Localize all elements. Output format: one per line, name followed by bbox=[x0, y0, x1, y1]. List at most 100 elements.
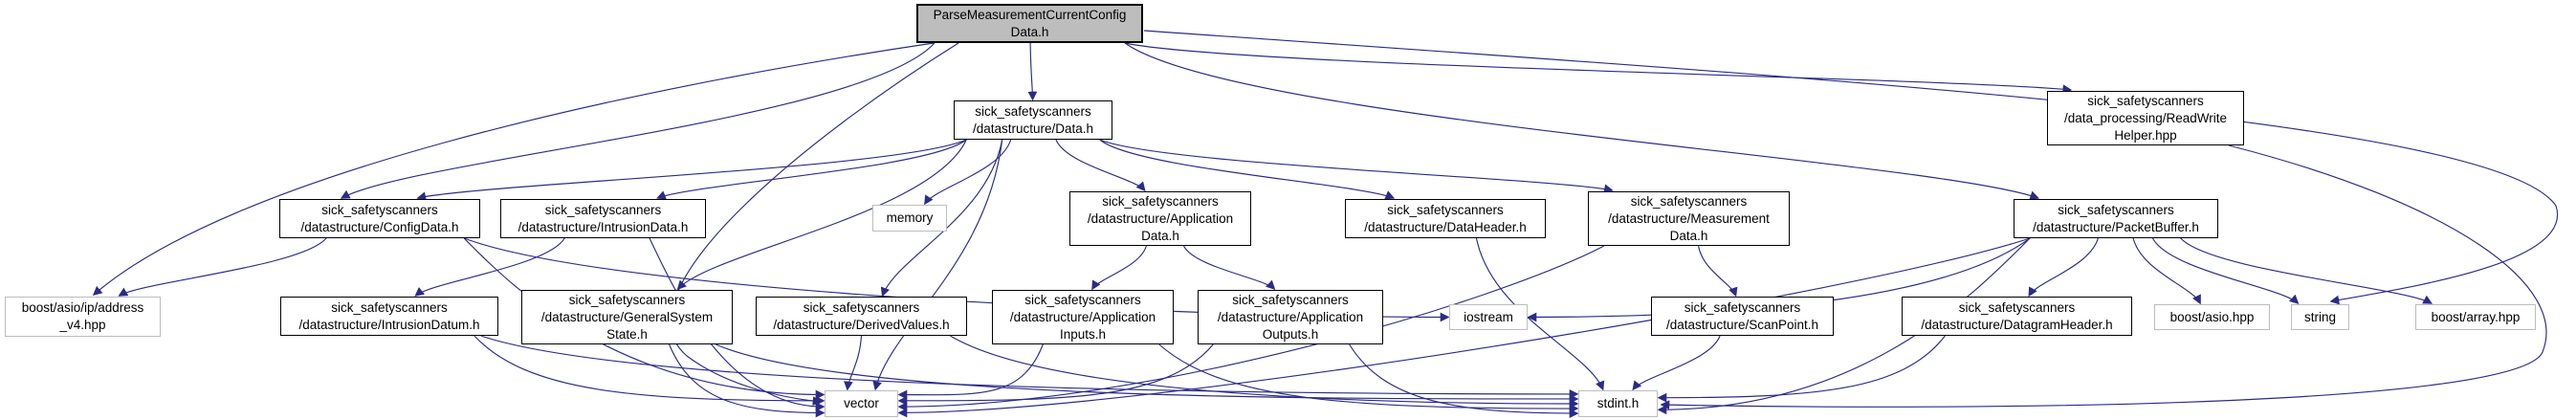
edge-B-F bbox=[924, 139, 1012, 206]
edge-H-X bbox=[1475, 237, 1605, 391]
node-stdint-h: stdint.h bbox=[1578, 390, 1658, 417]
edge-A-K bbox=[92, 42, 935, 296]
edge-B-E bbox=[656, 139, 967, 200]
node-label-line: sick_safetyscanners bbox=[975, 103, 1091, 119]
node-label-line: sick_safetyscanners bbox=[803, 299, 920, 315]
edge-L-X bbox=[480, 335, 1579, 399]
edge-M-W bbox=[669, 343, 826, 418]
node-label-line: /datastructure/DerivedValues.h bbox=[773, 317, 950, 332]
node-string: string bbox=[2291, 304, 2349, 330]
node-measurement-data-h[interactable]: sick_safetyscanners/datastructure/Measur… bbox=[1588, 191, 1790, 246]
edge-J-V bbox=[2180, 237, 2433, 304]
node-label-line: /datastructure/ScanPoint.h bbox=[1665, 317, 1819, 332]
edge-I-R bbox=[1698, 245, 1738, 298]
node-iostream: iostream bbox=[1449, 304, 1528, 330]
node-intrusion-data-h[interactable]: sick_safetyscanners/datastructure/Intrus… bbox=[500, 199, 706, 238]
node-label-line: iostream bbox=[1464, 309, 1513, 324]
node-read-write-helper-hpp[interactable]: sick_safetyscanners/data_processing/Read… bbox=[2047, 91, 2244, 145]
node-label-line: sick_safetyscanners bbox=[2058, 202, 2174, 217]
edge-O-X bbox=[1158, 343, 1579, 413]
edge-B-G bbox=[1055, 139, 1146, 192]
node-label-line: ParseMeasurementCurrentConfig bbox=[933, 7, 1127, 22]
edge-B-H bbox=[1099, 139, 1396, 200]
node-label-line: boost/asio.hpp bbox=[2169, 309, 2255, 324]
node-label-line: sick_safetyscanners bbox=[1232, 292, 1349, 307]
node-application-inputs-h[interactable]: sick_safetyscanners/datastructure/Applic… bbox=[992, 290, 1174, 344]
edge-A-C bbox=[1124, 42, 2073, 95]
node-label-line: /datastructure/IntrusionData.h bbox=[517, 219, 689, 234]
node-label-line: sick_safetyscanners bbox=[1387, 202, 1504, 217]
node-intrusion-datum-h[interactable]: sick_safetyscanners/datastructure/Intrus… bbox=[280, 297, 498, 336]
edge-I-W bbox=[897, 245, 1605, 412]
node-label-line: Data.h bbox=[1669, 228, 1708, 243]
node-application-outputs-h[interactable]: sick_safetyscanners/datastructure/Applic… bbox=[1198, 290, 1383, 344]
node-packet-buffer-h[interactable]: sick_safetyscanners/datastructure/Packet… bbox=[2014, 199, 2218, 238]
node-label-line: /datastructure/Measurement bbox=[1608, 210, 1770, 226]
node-label-line: Data.h bbox=[1141, 228, 1179, 243]
node-label-line: vector bbox=[844, 396, 879, 410]
node-label-line: /datastructure/ConfigData.h bbox=[300, 219, 459, 234]
edge-A-B bbox=[1027, 42, 1038, 101]
edge-O-W bbox=[897, 343, 1044, 400]
node-label-line: sick_safetyscanners bbox=[1024, 292, 1141, 307]
node-label-line: sick_safetyscanners bbox=[1958, 299, 2076, 315]
node-label-line: memory bbox=[886, 210, 934, 225]
edge-D-K bbox=[118, 237, 327, 297]
node-derived-values-h[interactable]: sick_safetyscanners/datastructure/Derive… bbox=[756, 297, 967, 336]
edge-B-D bbox=[416, 139, 967, 201]
node-memory: memory bbox=[872, 205, 947, 232]
node-label-line: Outputs.h bbox=[1262, 326, 1319, 342]
edge-N-W bbox=[844, 335, 863, 391]
node-label-line: /datastructure/DataHeader.h bbox=[1364, 219, 1527, 234]
node-label-line: /datastructure/IntrusionDatum.h bbox=[298, 317, 480, 332]
node-data-header-h[interactable]: sick_safetyscanners/datastructure/DataHe… bbox=[1345, 199, 1546, 238]
node-label-line: boost/asio/ip/address bbox=[21, 300, 144, 315]
edge-B-M bbox=[676, 139, 967, 291]
edge-J-U bbox=[2151, 237, 2300, 304]
node-label-line: State.h bbox=[606, 326, 648, 342]
node-label-line: _v4.hpp bbox=[59, 318, 106, 332]
node-general-system-state-h[interactable]: sick_safetyscanners/datastructure/Genera… bbox=[521, 290, 733, 344]
node-label-line: sick_safetyscanners bbox=[1102, 193, 1219, 209]
node-label-line: sick_safetyscanners bbox=[544, 202, 662, 217]
edge-S-X bbox=[1657, 335, 1946, 403]
edge-A-D bbox=[340, 42, 936, 199]
edge-P-W bbox=[897, 343, 1214, 406]
node-label-line: /datastructure/GeneralSystem bbox=[540, 309, 714, 324]
node-boost-array-hpp: boost/array.hpp bbox=[2415, 304, 2536, 330]
edge-J-W bbox=[897, 237, 2031, 418]
edge-J-X bbox=[1657, 237, 2031, 415]
node-label-line: boost/array.hpp bbox=[2431, 309, 2521, 324]
node-label-line: /datastructure/Application bbox=[1087, 210, 1234, 226]
edge-N-X bbox=[950, 335, 1579, 409]
node-label-line: Helper.hpp bbox=[2114, 127, 2177, 143]
node-label-line: /datastructure/Data.h bbox=[972, 121, 1094, 136]
edge-J-T bbox=[2132, 237, 2201, 305]
node-label-line: sick_safetyscanners bbox=[1684, 299, 1801, 315]
node-scan-point-h[interactable]: sick_safetyscanners/datastructure/ScanPo… bbox=[1651, 297, 1834, 336]
edge-L-W bbox=[473, 335, 826, 406]
node-label-line: sick_safetyscanners bbox=[2087, 93, 2204, 108]
edge-E-L bbox=[414, 237, 565, 297]
edge-J-S bbox=[2028, 237, 2099, 298]
node-config-data-h[interactable]: sick_safetyscanners/datastructure/Config… bbox=[279, 199, 480, 238]
node-datagram-header-h[interactable]: sick_safetyscanners/datastructure/Datagr… bbox=[1902, 297, 2132, 336]
edge-R-X bbox=[1632, 335, 1721, 391]
node-application-data-h[interactable]: sick_safetyscanners/datastructure/Applic… bbox=[1069, 191, 1251, 246]
node-label-line: sick_safetyscanners bbox=[1630, 193, 1748, 209]
node-label-line: /datastructure/PacketBuffer.h bbox=[2033, 219, 2199, 234]
node-datastructure-data-h[interactable]: sick_safetyscanners/datastructure/Data.h bbox=[954, 100, 1112, 140]
node-label-line: /datastructure/Application bbox=[1217, 309, 1364, 324]
node-label-line: sick_safetyscanners bbox=[321, 202, 438, 217]
edge-C-X bbox=[1660, 144, 2547, 410]
node-label-line: string bbox=[2303, 309, 2336, 324]
edge-B-W bbox=[872, 139, 1003, 391]
node-label-line: sick_safetyscanners bbox=[331, 299, 448, 315]
edge-A-J bbox=[1124, 42, 2040, 200]
node-label-line: Data.h bbox=[1010, 24, 1049, 39]
edge-G-O bbox=[1091, 245, 1147, 291]
edge-B-I bbox=[1099, 139, 1614, 194]
